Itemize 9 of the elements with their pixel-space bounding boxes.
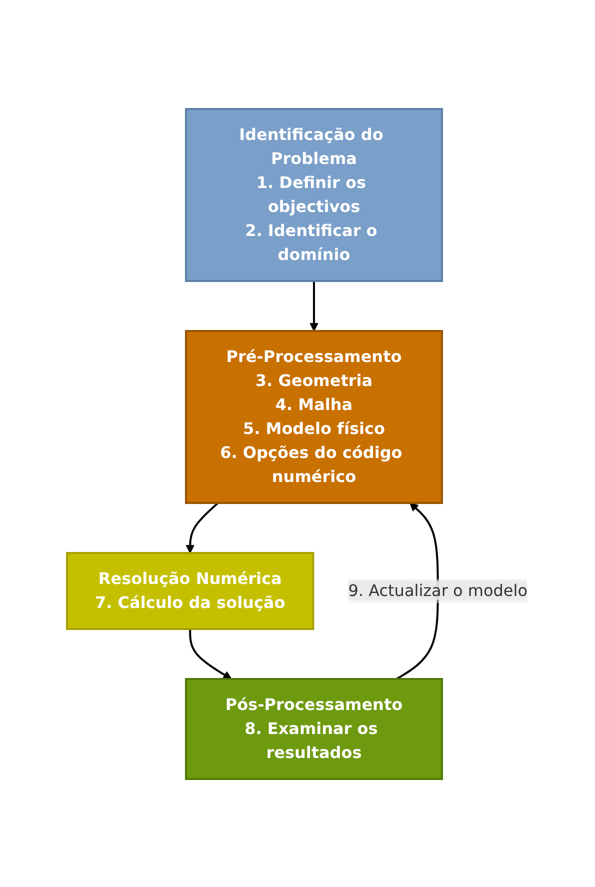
node-box: Pós-Processamento 8. Examinar os resultados bbox=[185, 678, 444, 780]
arrow bbox=[189, 628, 232, 679]
arrow bbox=[186, 502, 219, 553]
node-box: Pré-Processamento 3. Geometria 4. Malha 5. Modelo físico 6. Opções do código numérico bbox=[185, 330, 444, 504]
node-box: Identificação do Problema 1. Definir os objectivos 2. Identificar o domínio bbox=[185, 108, 444, 282]
edge-label: 9. Actualizar o modelo bbox=[348, 580, 528, 600]
arrow bbox=[310, 280, 319, 331]
node-box: Resolução Numérica 7. Cálculo da solução bbox=[66, 552, 314, 630]
arrow bbox=[396, 502, 440, 680]
